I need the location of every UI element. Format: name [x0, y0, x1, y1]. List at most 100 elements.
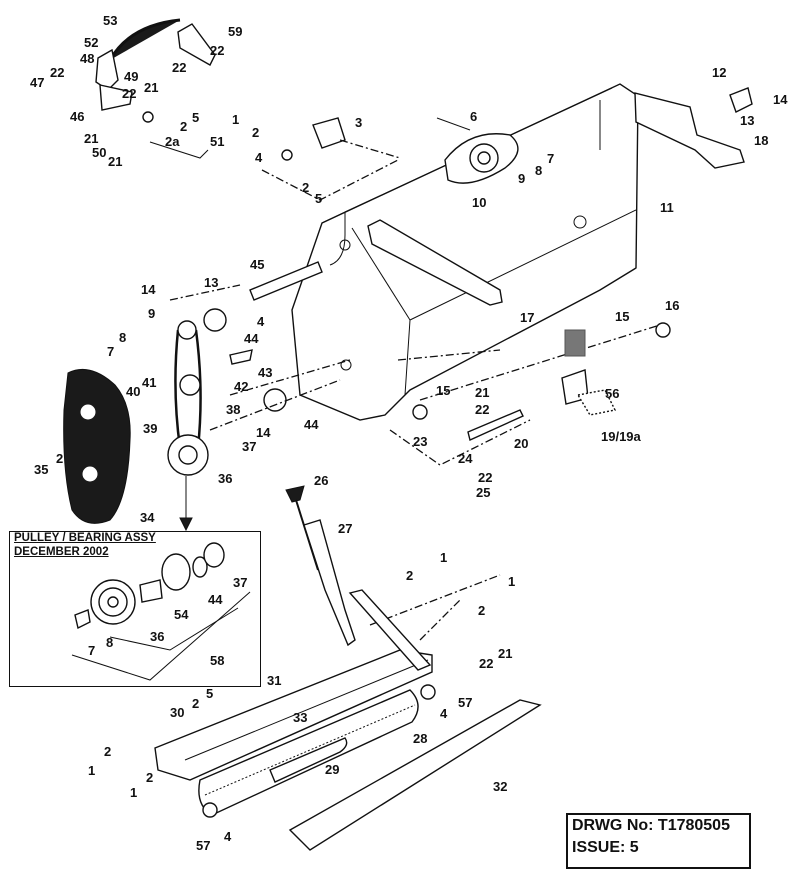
callout: 2 — [192, 696, 199, 711]
callout: 2 — [478, 603, 485, 618]
shaft-45 — [249, 261, 323, 301]
callout: 1 — [130, 785, 137, 800]
callout: 33 — [293, 710, 307, 725]
callout: 58 — [210, 653, 224, 668]
callout: 2 — [146, 770, 153, 785]
main-housing — [291, 83, 639, 421]
decal-panel — [564, 329, 586, 357]
callout: 17 — [520, 310, 534, 325]
callout: 1 — [88, 763, 95, 778]
bracket-18 — [634, 92, 745, 169]
drive-belt-38 — [174, 320, 202, 449]
callout: 3 — [355, 115, 362, 130]
callout: 18 — [754, 133, 768, 148]
callout: 57 — [196, 838, 210, 853]
bracket-43 — [229, 349, 253, 365]
callout: 12 — [712, 65, 726, 80]
callout: 54 — [174, 607, 189, 622]
callout: 15 — [615, 309, 629, 324]
assembly-lines — [169, 139, 661, 641]
deflector-panel — [367, 219, 503, 306]
callout: 7 — [107, 344, 114, 359]
callout: 1 — [440, 550, 447, 565]
callout: 15 — [436, 383, 450, 398]
callout: 46 — [70, 109, 84, 124]
callout: 22 — [50, 65, 64, 80]
callout: 40 — [126, 384, 140, 399]
callout: 11 — [660, 200, 674, 215]
callout: 59 — [228, 24, 242, 39]
callout: 24 — [458, 451, 473, 466]
callout: 53 — [103, 13, 117, 28]
callout: 2 — [302, 180, 309, 195]
callout: 5 — [315, 191, 322, 206]
callout: 22 — [210, 43, 224, 58]
pulley-36 — [167, 434, 209, 476]
inset-title: PULLEY / BEARING ASSY — [14, 532, 156, 544]
callout: 2 — [104, 744, 111, 759]
callout: 2 — [406, 568, 413, 583]
callout: 13 — [204, 275, 218, 290]
callout: 2a — [165, 134, 180, 149]
callout: 50 — [92, 145, 106, 160]
callout: 42 — [234, 379, 248, 394]
callout: 51 — [210, 134, 224, 149]
rod-6 — [436, 117, 471, 131]
callout: 8 — [535, 163, 542, 178]
plate-12-13 — [729, 87, 753, 113]
decal-19 — [576, 389, 617, 416]
callout: 21 — [108, 154, 122, 169]
callout: 6 — [470, 109, 477, 124]
callout: 34 — [140, 510, 155, 525]
callout-labels: 53 59 52 48 22 22 47 22 21 49 22 46 5 2 … — [30, 13, 788, 853]
callout: 8 — [106, 635, 113, 650]
callout: 10 — [472, 195, 486, 210]
callout: 4 — [257, 314, 265, 329]
callout: 9 — [148, 306, 155, 321]
callout: 36 — [218, 471, 232, 486]
callout: 48 — [80, 51, 94, 66]
callout: 20 — [514, 436, 528, 451]
callout: 21 — [144, 80, 158, 95]
callout: 37 — [242, 439, 256, 454]
callout: 21 — [475, 385, 489, 400]
blade-32 — [288, 699, 542, 851]
callout: 19/19a — [601, 429, 642, 444]
callout: 2 — [180, 119, 187, 134]
callout: 27 — [338, 521, 352, 536]
bearing-44 — [203, 308, 287, 412]
scraper-29 — [269, 737, 348, 783]
callout: 47 — [30, 75, 44, 90]
callout: 14 — [141, 282, 156, 297]
roller-frame-31 — [154, 589, 433, 781]
callout: 23 — [413, 434, 427, 449]
callout: 44 — [304, 417, 319, 432]
callout: 44 — [244, 331, 259, 346]
callout: 49 — [124, 69, 138, 84]
callout: 1 — [508, 574, 515, 589]
belt-guard-34 — [63, 369, 131, 524]
callout: 8 — [119, 330, 126, 345]
callout: 5 — [192, 110, 199, 125]
callout: 16 — [665, 298, 679, 313]
callout: 36 — [150, 629, 164, 644]
callout: 41 — [142, 375, 156, 390]
callout: 5 — [206, 686, 213, 701]
roller-28 — [198, 689, 419, 816]
callout: 56 — [605, 386, 619, 401]
callout: 22 — [478, 470, 492, 485]
bracket-3 — [312, 117, 346, 149]
callout: 39 — [143, 421, 157, 436]
lever-26-27 — [285, 485, 356, 647]
callout: 9 — [518, 171, 525, 186]
callout: 22 — [475, 402, 489, 417]
callout: 45 — [250, 257, 264, 272]
callout: 21 — [84, 131, 98, 146]
callout: 4 — [440, 706, 448, 721]
callout: 44 — [208, 592, 223, 607]
callout: 14 — [773, 92, 788, 107]
rod-20 — [467, 409, 524, 441]
handle-bracket-53 — [95, 18, 216, 111]
callout: 32 — [493, 779, 507, 794]
